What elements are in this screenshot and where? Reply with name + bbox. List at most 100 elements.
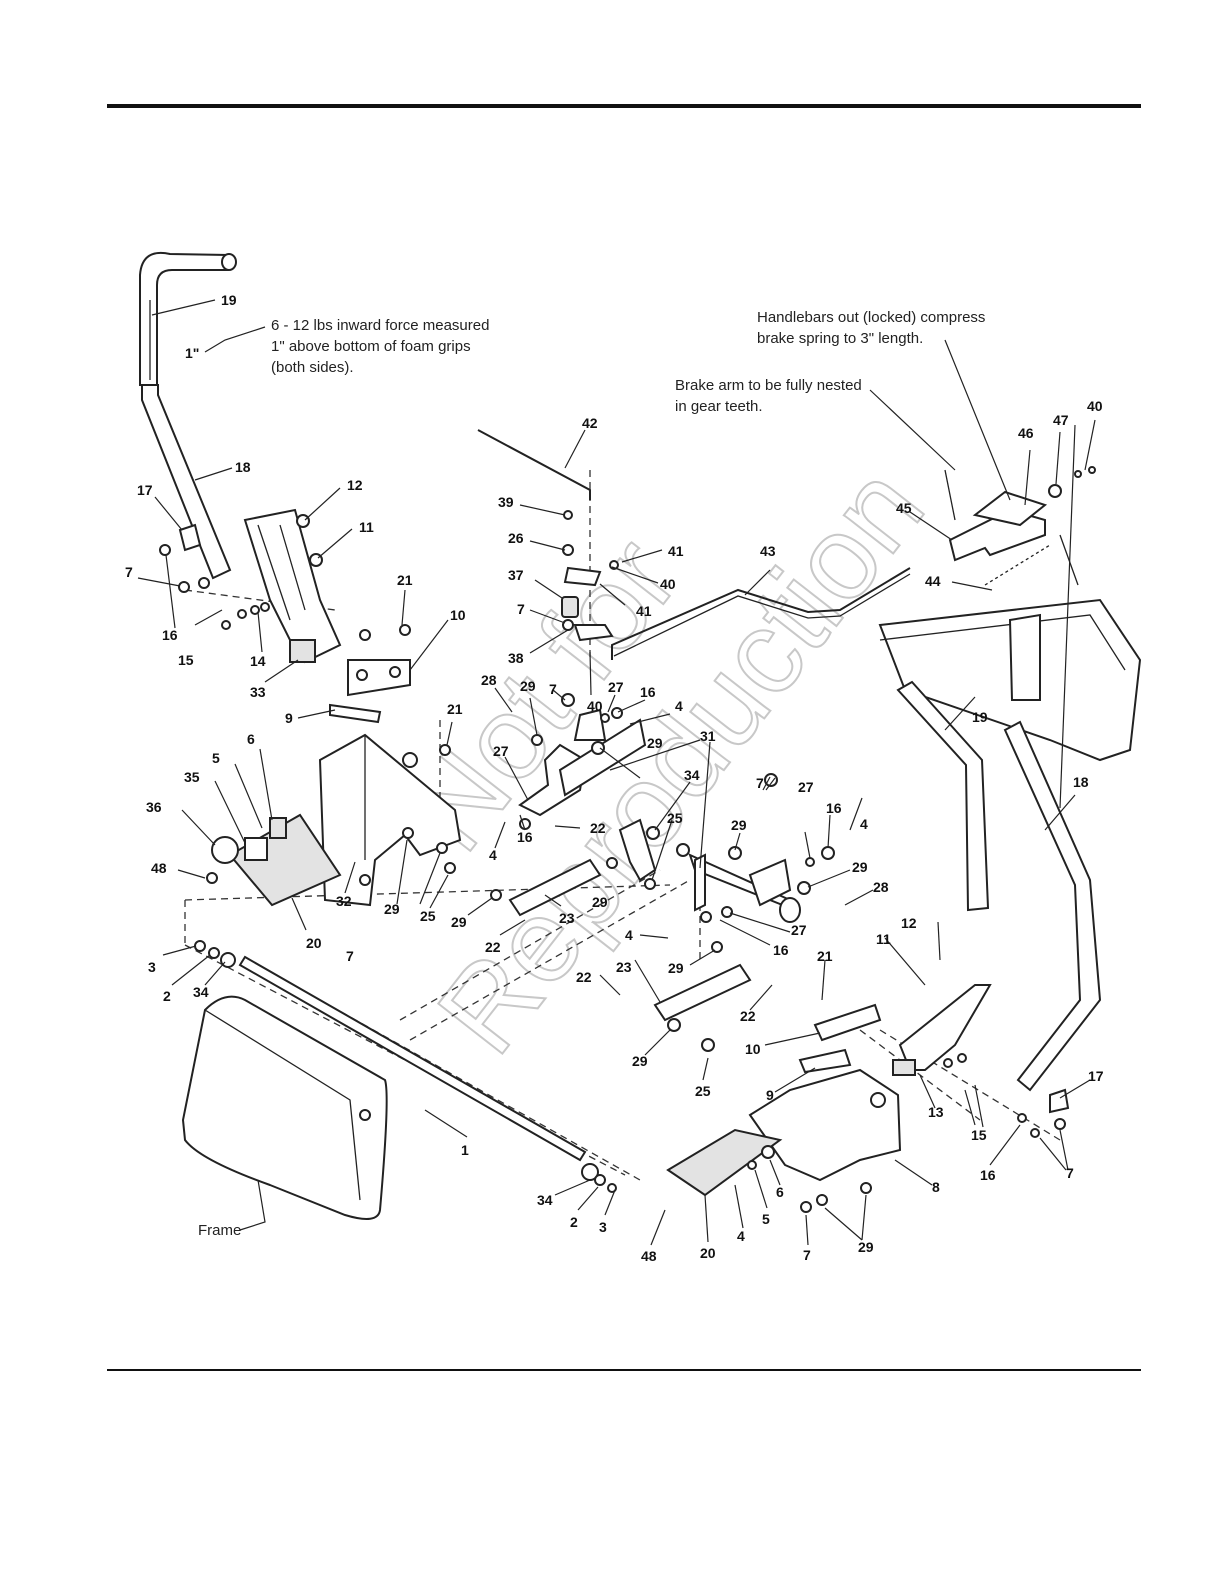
callout: 29 bbox=[592, 894, 608, 910]
callout: 16 bbox=[640, 684, 656, 700]
callout: 29 bbox=[520, 678, 536, 694]
callout: 28 bbox=[481, 672, 497, 688]
callout: 29 bbox=[384, 901, 400, 917]
callout: 19 bbox=[221, 292, 237, 308]
callout: 18 bbox=[235, 459, 251, 475]
callout: 47 bbox=[1053, 412, 1069, 428]
callout: 48 bbox=[151, 860, 167, 876]
callout: 29 bbox=[632, 1053, 648, 1069]
callout: 44 bbox=[925, 573, 941, 589]
callout: 32 bbox=[336, 893, 352, 909]
callout: 34 bbox=[193, 984, 209, 1000]
callout: 31 bbox=[700, 728, 716, 744]
callout: 34 bbox=[537, 1192, 553, 1208]
brake-spring-note: Handlebars out (locked) compress brake s… bbox=[757, 309, 1011, 501]
callout: 7 bbox=[549, 681, 557, 697]
callout: 21 bbox=[447, 701, 463, 717]
frame-cover bbox=[181, 995, 388, 1220]
callout: 34 bbox=[684, 767, 700, 783]
callout: 1 bbox=[461, 1142, 469, 1158]
right-handlebar-19 bbox=[896, 680, 990, 912]
callout: 7 bbox=[1066, 1165, 1074, 1181]
callout: 16 bbox=[773, 942, 789, 958]
callout: 29 bbox=[647, 735, 663, 751]
callout: 18 bbox=[1073, 774, 1089, 790]
gas-springs bbox=[508, 858, 752, 1022]
callout: 42 bbox=[582, 415, 598, 431]
callout: 22 bbox=[485, 939, 501, 955]
callout: 2 bbox=[163, 988, 171, 1004]
callout: 15 bbox=[178, 652, 194, 668]
callout: 4 bbox=[860, 816, 868, 832]
callout: 17 bbox=[1088, 1068, 1104, 1084]
right-pivot-assembly bbox=[688, 853, 801, 923]
rod-42 bbox=[477, 429, 591, 500]
callout: 4 bbox=[675, 698, 683, 714]
callout: 25 bbox=[695, 1083, 711, 1099]
callout: 7 bbox=[803, 1247, 811, 1263]
callout: 37 bbox=[508, 567, 524, 583]
callout: 12 bbox=[901, 915, 917, 931]
callout: 16 bbox=[517, 829, 533, 845]
brake-arm-note-line-2: in gear teeth. bbox=[675, 398, 763, 415]
callout: 7 bbox=[756, 775, 764, 791]
callout: 9 bbox=[766, 1087, 774, 1103]
right-control-bracket bbox=[748, 1003, 902, 1182]
callout: 22 bbox=[576, 969, 592, 985]
callout: 28 bbox=[873, 879, 889, 895]
callout: 21 bbox=[397, 572, 413, 588]
left-pivot-bracket bbox=[243, 508, 342, 664]
callout: 6 bbox=[776, 1184, 784, 1200]
callout: 17 bbox=[137, 482, 153, 498]
brake-arm-note-line-1: Brake arm to be fully nested bbox=[675, 377, 862, 394]
callout: 11 bbox=[359, 519, 374, 535]
callout: 16 bbox=[826, 800, 842, 816]
callout: 27 bbox=[493, 743, 509, 759]
callout: 25 bbox=[667, 810, 683, 826]
callout: 27 bbox=[791, 922, 807, 938]
callout: 39 bbox=[498, 494, 514, 510]
callout: 7 bbox=[517, 601, 525, 617]
callout: 5 bbox=[212, 750, 220, 766]
callout: 4 bbox=[737, 1228, 745, 1244]
left-handlebar bbox=[139, 252, 237, 580]
top-rule bbox=[107, 104, 1141, 108]
callout: 27 bbox=[608, 679, 624, 695]
callout: 35 bbox=[184, 769, 200, 785]
callout: 2 bbox=[570, 1214, 578, 1230]
right-cover-plate bbox=[666, 1128, 783, 1197]
callout: 15 bbox=[971, 1127, 987, 1143]
callout: 38 bbox=[508, 650, 524, 666]
knob-36 bbox=[211, 817, 287, 864]
callout: 29 bbox=[858, 1239, 874, 1255]
force-note-line-1: 6 - 12 lbs inward force measured bbox=[271, 317, 489, 334]
leader-lines bbox=[137, 299, 1096, 1246]
callout: 40 bbox=[587, 698, 603, 714]
callout: 8 bbox=[932, 1179, 940, 1195]
force-note: 6 - 12 lbs inward force measured 1" abov… bbox=[185, 317, 489, 376]
brake-rod-43 bbox=[611, 567, 911, 660]
callout: 27 bbox=[798, 779, 814, 795]
callout: 40 bbox=[1087, 398, 1103, 414]
callout: 46 bbox=[1018, 425, 1034, 441]
mower-frame bbox=[878, 598, 1142, 762]
brake-spring-note-line-1: Handlebars out (locked) compress bbox=[757, 309, 985, 326]
callout: 16 bbox=[162, 627, 178, 643]
callout: 21 bbox=[817, 948, 833, 964]
callout: 20 bbox=[306, 935, 322, 951]
callout: 40 bbox=[660, 576, 676, 592]
bottom-rule bbox=[107, 1369, 1141, 1371]
callout: 36 bbox=[146, 799, 162, 815]
callout: 3 bbox=[148, 959, 156, 975]
callout: 12 bbox=[347, 477, 363, 493]
left-plate-17 bbox=[178, 523, 202, 552]
brake-arm-note: Brake arm to be fully nested in gear tee… bbox=[675, 377, 956, 471]
callout: 25 bbox=[420, 908, 436, 924]
callout: 10 bbox=[450, 607, 466, 623]
callout: 16 bbox=[980, 1167, 996, 1183]
callout: 14 bbox=[250, 653, 266, 669]
callout: 3 bbox=[599, 1219, 607, 1235]
callout: 4 bbox=[625, 927, 633, 943]
callout: 22 bbox=[740, 1008, 756, 1024]
force-note-line-2: 1" above bottom of foam grips bbox=[271, 338, 471, 355]
